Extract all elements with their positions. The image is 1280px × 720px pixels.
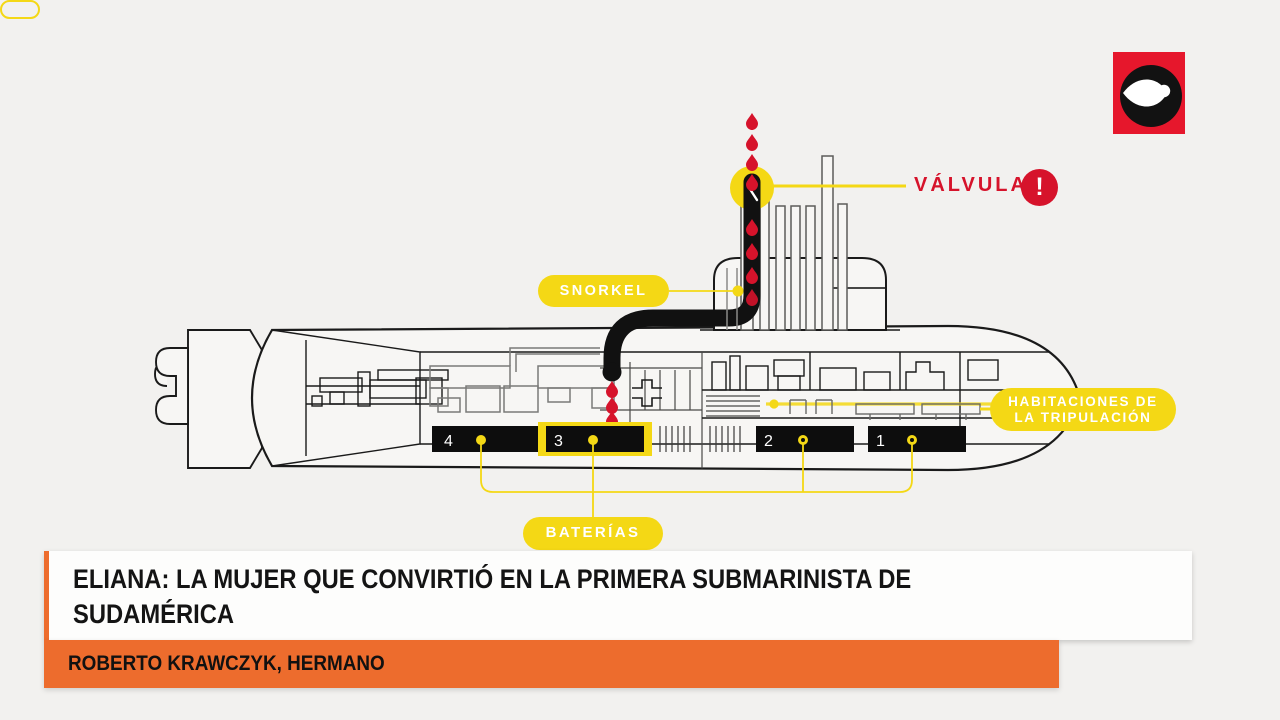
- callout-baterias: BATERÍAS: [523, 517, 663, 550]
- byline-text: ROBERTO KRAWCZYK, HERMANO: [68, 652, 385, 675]
- machinery-room: [429, 347, 615, 413]
- snorkel-leader-dot: [732, 285, 744, 297]
- callout-snorkel: SNORKEL: [538, 275, 669, 307]
- bbc-mundo-logo: [1113, 52, 1185, 134]
- battery-cell-4: [432, 426, 540, 452]
- snorkel-pipe-end-cap: [602, 362, 622, 382]
- crew-highlight-dot: [769, 399, 779, 409]
- stern-assembly: [154, 329, 263, 469]
- battery-bank: 4 3 2 1: [432, 422, 966, 456]
- alert-badge: !: [1021, 169, 1058, 206]
- baterias-leader-dots: [476, 435, 917, 445]
- eye-icon: [1120, 65, 1182, 127]
- baterias-leader-lines: [480, 440, 913, 517]
- sail-internal-pipe: [726, 268, 738, 330]
- byline-banner: ROBERTO KRAWCZYK, HERMANO: [44, 640, 1059, 688]
- battery-number-2: 2: [764, 433, 773, 450]
- headline-banner: ELIANA: LA MUJER QUE CONVIRTIÓ EN LA PRI…: [44, 551, 1192, 640]
- battery-cell-1: [868, 426, 966, 452]
- exclamation-icon: !: [1035, 173, 1044, 201]
- hull-horizontal-grate: [706, 395, 760, 417]
- hull-internal-structure: [271, 329, 1078, 467]
- headline-text: ELIANA: LA MUJER QUE CONVIRTIÓ EN LA PRI…: [73, 564, 912, 629]
- callout-habitaciones-tripulacion: HABITACIONES DE LA TRIPULACIÓN: [990, 388, 1176, 431]
- baterias-leader-dot-1-inner: [910, 438, 914, 442]
- callout-valvula: VÁLVULA: [914, 174, 1028, 196]
- battery-number-3: 3: [554, 433, 563, 450]
- battery-number-1: 1: [876, 433, 885, 450]
- bulkhead-ladder: [632, 379, 662, 407]
- baterias-leader-dot-2-inner: [801, 438, 805, 442]
- battery-number-4: 4: [444, 433, 453, 450]
- valve-marker-pill: [0, 0, 40, 19]
